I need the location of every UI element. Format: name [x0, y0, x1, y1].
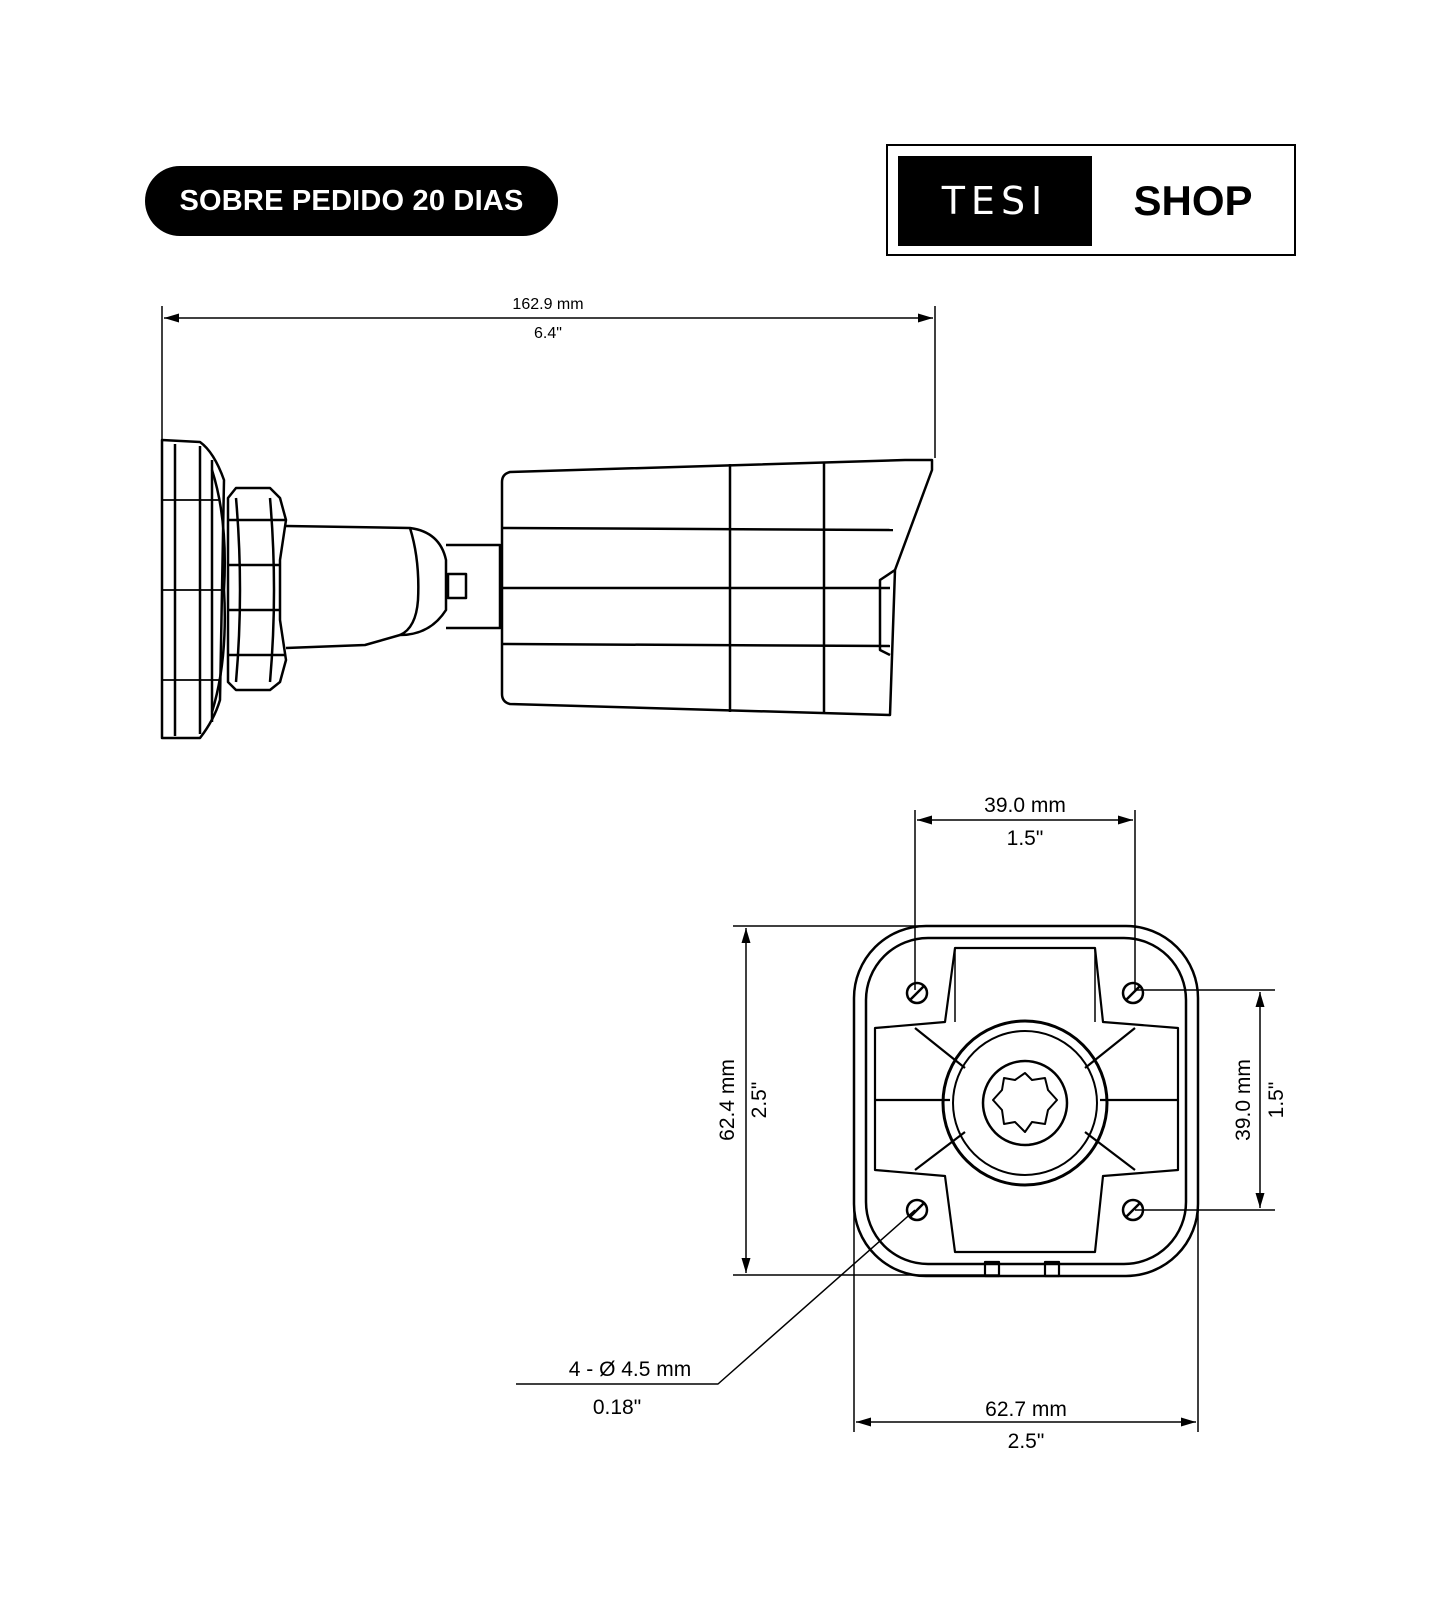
tesi-shop-logo: TESI SHOP: [886, 144, 1296, 256]
hole-diameter-mm: 4 - Ø 4.5 mm: [569, 1358, 692, 1381]
hole-spacing-right-in: 1.5": [1265, 1082, 1288, 1119]
logo-left-text: TESI: [941, 179, 1049, 223]
availability-badge: SOBRE PEDIDO 20 DIAS: [145, 166, 558, 236]
base-height-mm: 62.4 mm: [716, 1059, 739, 1141]
mount-arm: [285, 524, 502, 650]
camera-housing: [500, 458, 934, 717]
hole-spacing-top-in: 1.5": [1007, 827, 1044, 850]
hole-spacing-right-mm: 39.0 mm: [1232, 1059, 1255, 1141]
base-width-mm: 62.7 mm: [985, 1398, 1067, 1421]
wall-base: [160, 438, 227, 740]
camera-side-view: [160, 306, 936, 740]
availability-badge-label: SOBRE PEDIDO 20 DIAS: [179, 184, 524, 217]
base-outer-outline: [852, 924, 1200, 1278]
base-recesses: [873, 946, 1180, 1278]
cable-port-icon: [992, 1072, 1058, 1133]
hole-spacing-top-mm: 39.0 mm: [984, 794, 1066, 817]
base-inner-outline: [864, 936, 1188, 1266]
base-width-in: 2.5": [1008, 1430, 1045, 1453]
logo-right-text: SHOP: [1133, 177, 1253, 224]
center-ring-middle: [952, 1030, 1098, 1176]
mount-nut: [226, 486, 288, 692]
screw-holes: [905, 981, 1145, 1222]
mount-base-front-view: [516, 810, 1275, 1432]
base-height-in: 2.5": [748, 1082, 771, 1119]
total-length-in: 6.4": [534, 325, 562, 342]
hole-diameter-in: 0.18": [593, 1396, 641, 1419]
logo-right-block: SHOP: [1096, 156, 1290, 246]
center-ring-inner: [981, 1059, 1069, 1147]
total-length-mm: 162.9 mm: [512, 296, 583, 313]
logo-left-block: TESI: [898, 156, 1092, 246]
hole-leader-line: [516, 1209, 916, 1385]
center-ring-outer: [941, 1019, 1109, 1187]
